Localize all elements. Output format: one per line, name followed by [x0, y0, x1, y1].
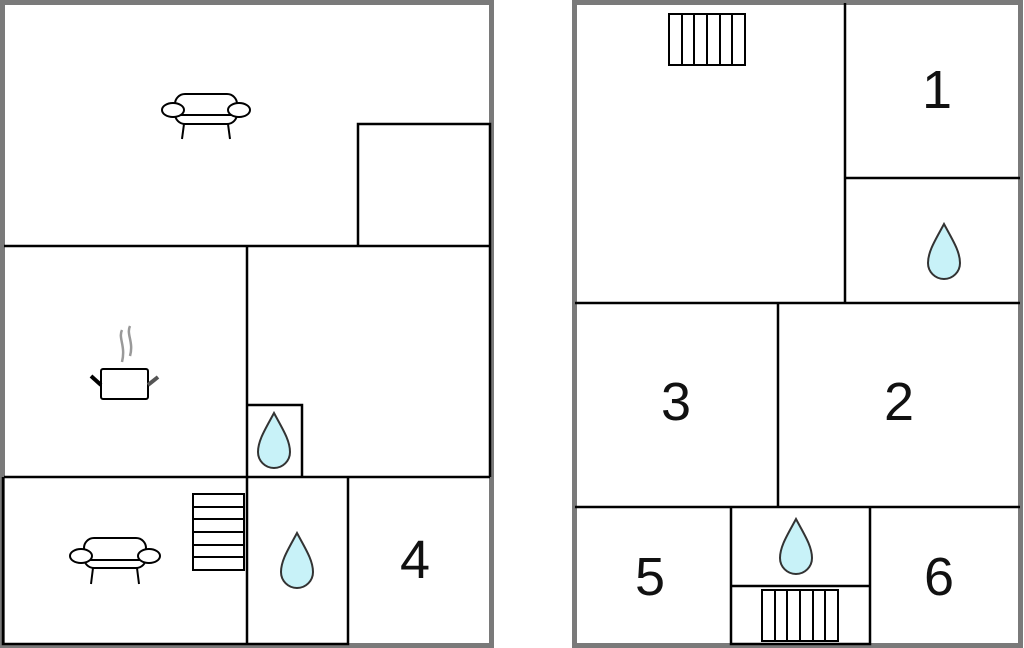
room-label-1: 1: [922, 60, 952, 120]
outer-wall: [0, 0, 494, 648]
interior-walls: [575, 3, 1020, 646]
room-label-2: 2: [884, 372, 914, 432]
upper-floor: 1 2 3 5 6: [572, 0, 1023, 648]
water-drop-icon: [926, 221, 962, 280]
ground-floor: 4: [0, 0, 494, 648]
room-label-5: 5: [635, 547, 665, 607]
sofa-icon: [161, 93, 251, 140]
water-drop-icon: [256, 410, 292, 469]
stairs-icon: [761, 589, 839, 642]
water-drop-icon: [279, 530, 315, 589]
outer-wall: [572, 0, 1023, 648]
room-label-6: 6: [924, 547, 954, 607]
stairs-icon: [668, 13, 746, 66]
room-label-3: 3: [661, 372, 691, 432]
sofa-icon: [69, 537, 161, 585]
water-drop-icon: [778, 516, 814, 575]
interior-walls: [1, 122, 492, 646]
cooking-pot-icon: [89, 325, 160, 400]
room-label-4: 4: [400, 530, 430, 590]
stairs-icon: [192, 493, 245, 571]
